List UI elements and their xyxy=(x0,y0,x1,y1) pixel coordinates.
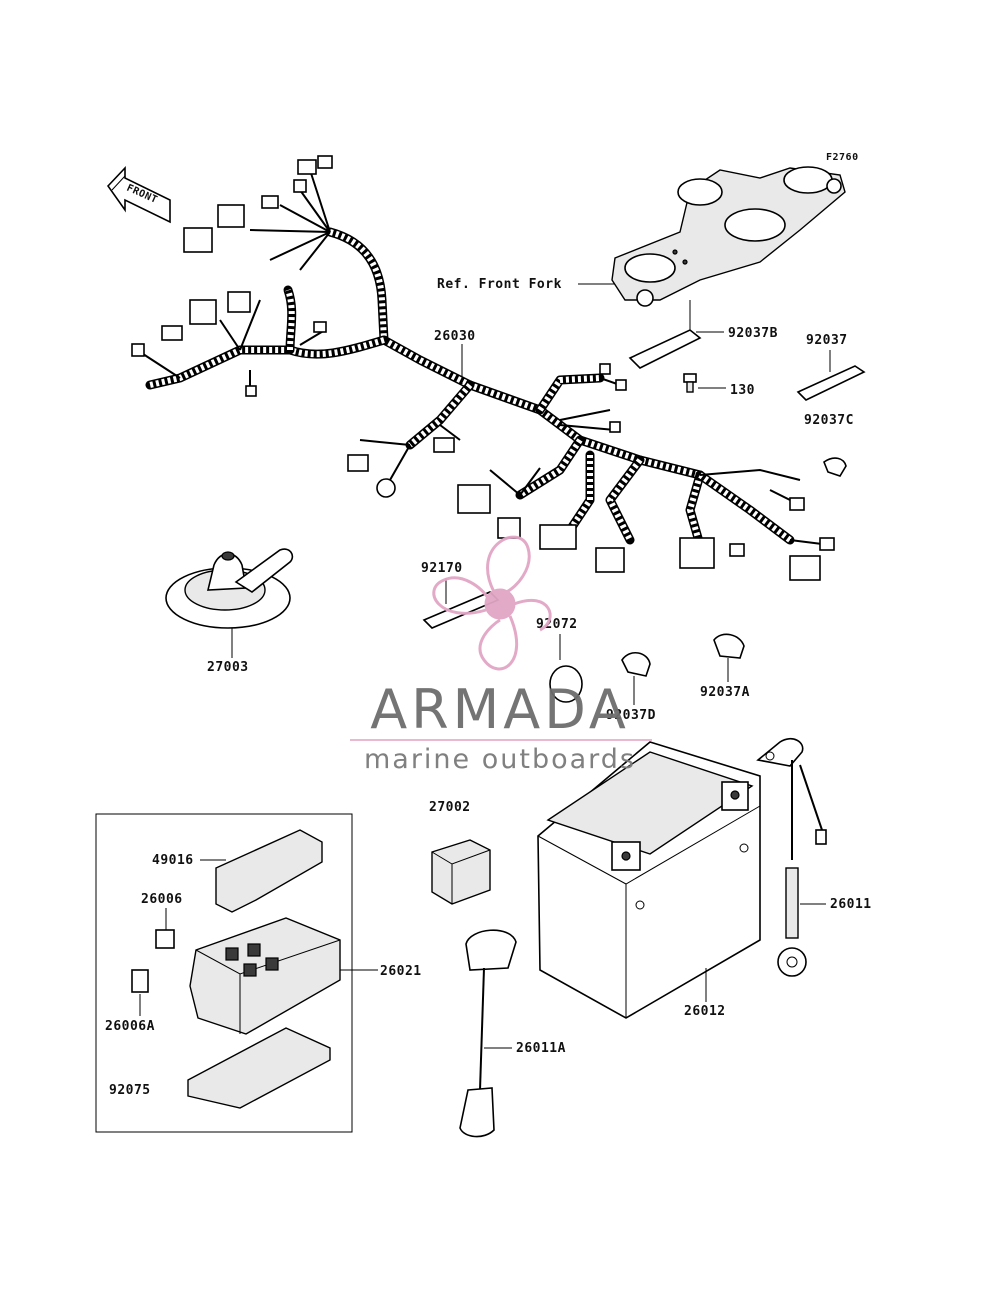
watermark-brand: ARMADA xyxy=(370,678,630,741)
part-92037c: 92037C xyxy=(804,413,854,428)
clamp-92037a xyxy=(713,633,745,659)
part-49016: 49016 xyxy=(152,853,194,868)
part-92072: 92072 xyxy=(536,617,578,632)
part-26006: 26006 xyxy=(141,892,183,907)
part-26011: 26011 xyxy=(830,897,872,912)
bolt-130 xyxy=(683,373,697,393)
part-26012: 26012 xyxy=(684,1004,726,1019)
ref-front-fork-label: Ref. Front Fork xyxy=(437,277,562,292)
band-92037b xyxy=(628,300,702,369)
propeller-logo-icon xyxy=(432,535,552,671)
front-arrow-icon: FRONT xyxy=(106,165,171,224)
part-26011a: 26011A xyxy=(516,1041,566,1056)
figure-code: F2760 xyxy=(826,152,859,163)
relay-27002 xyxy=(431,839,491,905)
part-92037d: 92037D xyxy=(606,708,656,723)
part-26006a: 26006A xyxy=(105,1019,155,1034)
fuse-26006a xyxy=(131,969,149,993)
junction-box-26021 xyxy=(189,917,341,1035)
part-92037a: 92037A xyxy=(700,685,750,700)
battery-26012 xyxy=(537,741,761,1019)
cover-49016 xyxy=(215,829,323,913)
clamp-92072 xyxy=(549,665,583,703)
part-92170: 92170 xyxy=(421,561,463,576)
part-92037: 92037 xyxy=(806,333,848,348)
part-26021: 26021 xyxy=(380,964,422,979)
band-92037c xyxy=(796,365,866,401)
clamp-92037d xyxy=(621,652,651,677)
main-harness xyxy=(145,227,795,550)
part-27003: 27003 xyxy=(207,660,249,675)
part-27002: 27002 xyxy=(429,800,471,815)
triple-clamp xyxy=(611,166,846,307)
harness-wires xyxy=(139,169,831,546)
watermark-tagline: marine outboards xyxy=(364,744,636,775)
horn-27003 xyxy=(165,548,294,629)
part-92037b: 92037B xyxy=(728,326,778,341)
watermark: ARMADA marine outboards xyxy=(350,535,652,775)
part-92075: 92075 xyxy=(109,1083,151,1098)
fuse-26006 xyxy=(155,929,175,949)
part-26030: 26030 xyxy=(434,329,476,344)
cable-26011a xyxy=(459,929,517,1138)
junction-box-group-frame xyxy=(95,813,353,1133)
part-130: 130 xyxy=(730,383,755,398)
cable-26011 xyxy=(756,737,827,977)
cover-92075 xyxy=(187,1027,331,1109)
harness-connectors xyxy=(131,155,847,581)
